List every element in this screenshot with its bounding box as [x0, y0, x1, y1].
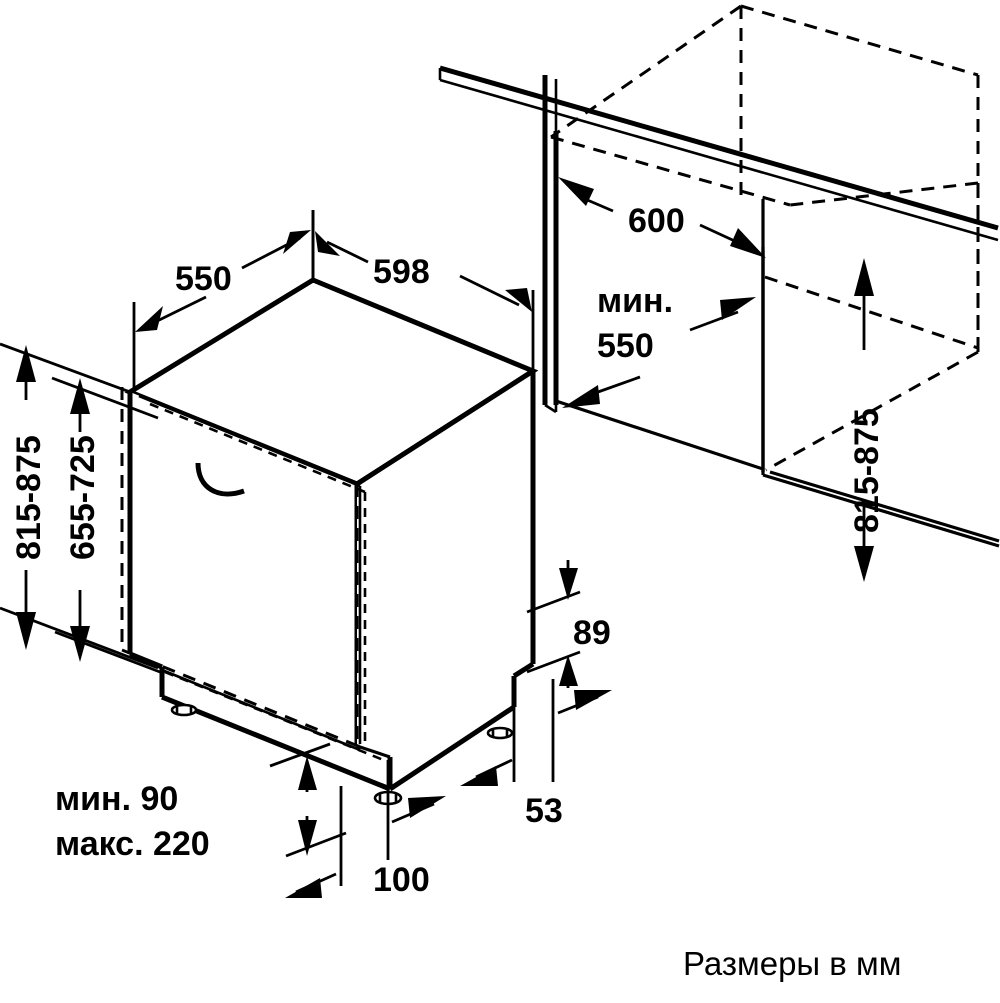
arrow-815-875-right-up [854, 258, 874, 296]
arrow-100-left [285, 878, 322, 898]
arrow-550-left [135, 306, 163, 332]
dim-label-53: 53 [525, 792, 563, 830]
arrow-815-875-right-down [854, 546, 874, 582]
dim-label-600: 600 [628, 202, 685, 240]
arrow-89-up [559, 655, 578, 686]
dim-label-598: 598 [373, 253, 430, 291]
dim-label-plinth-min: мин. 90 [55, 780, 178, 818]
arrow-plinth-up [298, 756, 317, 790]
arrow-600-left [558, 177, 594, 206]
dimension-53-recess-depth: 53 [460, 679, 612, 830]
dishwasher-side-top-edge [355, 368, 535, 487]
arrow-89-down [559, 568, 578, 600]
foot-rear-left [170, 703, 198, 717]
dim-label-550: 550 [175, 260, 232, 298]
dishwasher-door-inset [138, 394, 367, 744]
arrow-600-right [730, 228, 766, 258]
arrow-550-right [283, 230, 311, 254]
dishwasher-plinth-right [388, 560, 536, 792]
dim-label-550-min: 550 [597, 327, 654, 365]
door-handle-icon [195, 462, 245, 497]
dishwasher-body-group [120, 277, 539, 806]
arrow-plinth-down [298, 820, 317, 856]
dim-label-815-875-left: 815-875 [10, 435, 48, 560]
dimension-min-550-niche-depth: мин. 550 [562, 282, 756, 408]
dimension-100-foot-setback: 100 [285, 760, 446, 899]
arrow-598-right [505, 288, 532, 312]
dim-label-100: 100 [373, 861, 430, 899]
dim-label-min-prefix: мин. [597, 282, 673, 320]
dim-label-655-725: 655-725 [64, 435, 102, 560]
niche-lower-wall-panel [761, 247, 1000, 548]
dimension-89-recess-height: 89 [526, 560, 611, 688]
arrow-53-left [460, 766, 498, 786]
arrow-655-725-down [70, 626, 90, 662]
arrow-min550-down [562, 385, 600, 408]
dimension-600-niche-width: 600 [558, 177, 766, 258]
dimension-655-725: 655-725 [51, 376, 161, 674]
dim-label-plinth-max: макс. 220 [55, 825, 210, 863]
arrow-815-875-left-up [16, 345, 36, 382]
dim-label-89: 89 [573, 614, 611, 652]
dimension-815-875-right: 815-875 [848, 258, 886, 582]
dimension-598-width: 598 [311, 210, 535, 374]
dishwasher-front-face [130, 392, 357, 746]
dishwasher-plinth [129, 651, 393, 792]
arrow-min550-up [720, 297, 756, 320]
units-caption: Размеры в мм [683, 945, 901, 982]
niche-top-dashed-outline [550, 4, 980, 207]
foot-front-right [486, 726, 514, 740]
dimension-plinth-min-max: мин. 90 макс. 220 [55, 742, 347, 863]
dimension-815-875-left: 815-875 [0, 342, 159, 670]
arrow-655-725-up [70, 378, 90, 414]
arrow-815-875-left-down [16, 612, 36, 650]
niche-cabinet-group [438, 4, 1000, 548]
worktop-slab [438, 65, 999, 242]
arrow-598-left [315, 231, 340, 256]
dishwasher-side-face [357, 371, 533, 746]
arrow-100-right [408, 796, 446, 818]
dim-label-815-875-right: 815-875 [848, 408, 886, 533]
dimension-550-depth: 550 [132, 210, 315, 390]
arrow-53-right [574, 690, 612, 710]
